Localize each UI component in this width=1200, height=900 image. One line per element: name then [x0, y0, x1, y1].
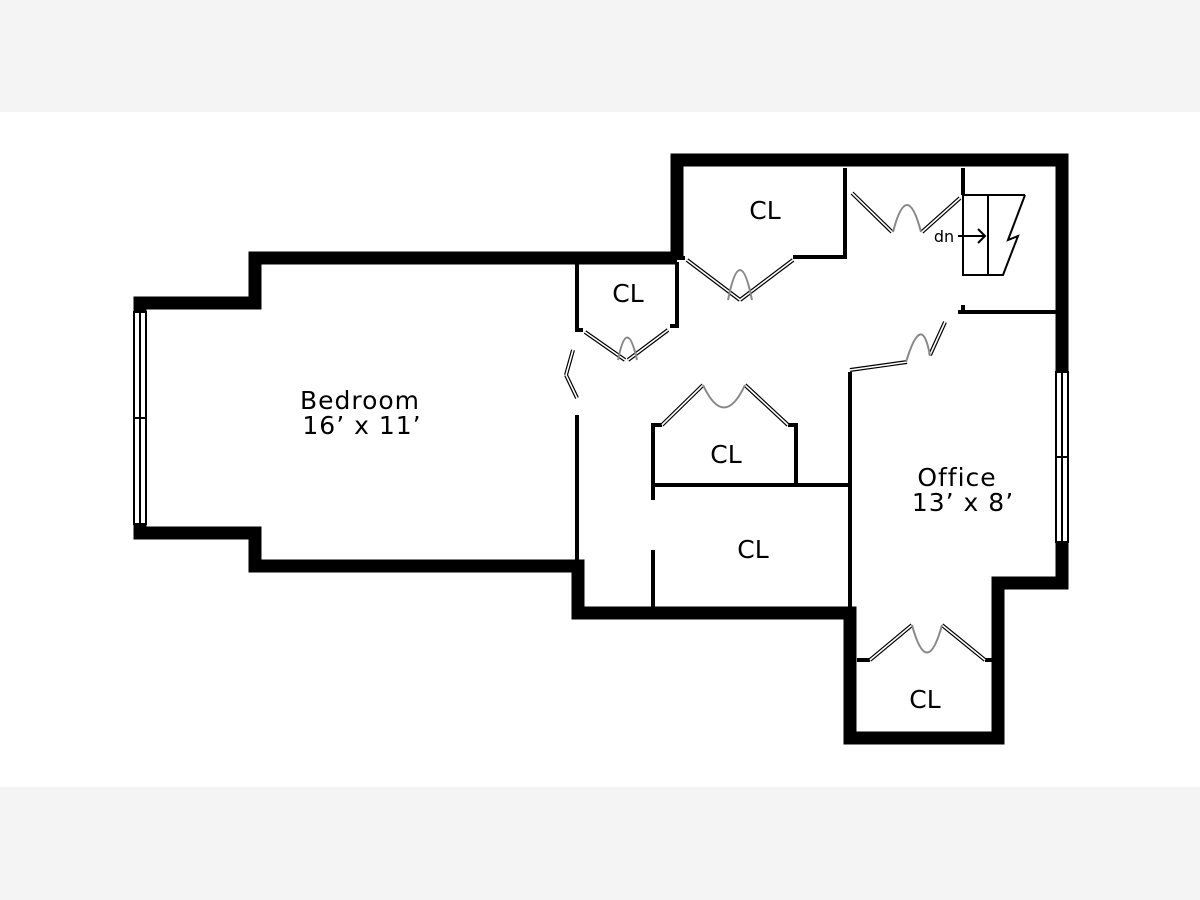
closet-label-lower: CL [737, 535, 768, 564]
bedroom-size: 16’ x 11’ [302, 411, 421, 440]
closet-label-bottom: CL [909, 685, 940, 714]
closet-label-middle: CL [710, 440, 741, 469]
office-size: 13’ x 8’ [912, 488, 1014, 517]
closet-label-top: CL [749, 196, 780, 225]
door-swings [617, 204, 943, 654]
bedroom-window [133, 311, 147, 525]
staircase [958, 194, 1026, 276]
floor-plan: Bedroom 16’ x 11’ Office 13’ x 8’ CL CL … [133, 153, 1069, 745]
closet-label-small: CL [612, 279, 643, 308]
office-window [1055, 371, 1069, 543]
stairs-down-label: dn [934, 227, 954, 246]
floor-plan-card: Bedroom 16’ x 11’ Office 13’ x 8’ CL CL … [0, 112, 1200, 787]
door-panels-inner [565, 192, 986, 661]
bedroom-name: Bedroom [300, 386, 420, 415]
interior-walls [575, 168, 1056, 662]
office-name: Office [917, 463, 996, 492]
